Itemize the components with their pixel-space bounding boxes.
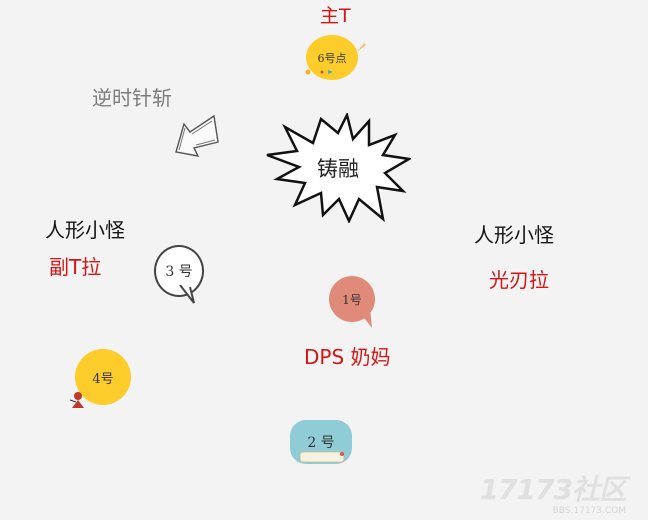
center-burst: 铸融 (265, 111, 413, 225)
marker-3: 3 号 (154, 245, 204, 297)
watermark-logo: 17173社区 (479, 473, 627, 506)
left-humanoid-mob-label: 人形小怪 (45, 218, 125, 242)
marker-2-label: 2 号 (307, 435, 335, 451)
marker-2-ribbon-icon (299, 451, 345, 463)
burst-icon (266, 111, 413, 225)
blade-pull-label: 光刃拉 (489, 268, 549, 292)
off-tank-pull-label: 副T拉 (49, 255, 102, 279)
watermark: 17173社区 BBS.17173.COM (479, 468, 627, 516)
marker-4-figure-icon (69, 392, 84, 408)
marker-4-label: 4号 (92, 371, 114, 387)
dps-healer-label: DPS 奶妈 (304, 345, 391, 369)
marker-3-label: 3 号 (165, 264, 193, 280)
marker-1-tail-icon (358, 308, 372, 328)
center-label: 铸融 (317, 157, 359, 181)
marker-6-sparkle-icon (357, 43, 366, 52)
marker-6-label: 6号点 (317, 51, 347, 65)
marker-3-tail-icon (179, 285, 195, 304)
marker-6: 6号点 (306, 35, 358, 80)
counterclockwise-slash-label: 逆时针斩 (92, 86, 172, 110)
watermark-url: BBS.17173.COM (552, 506, 626, 516)
right-humanoid-mob-label: 人形小怪 (474, 223, 554, 247)
main-tank-label: 主T (320, 5, 351, 27)
marker-4: 4号 (75, 349, 131, 405)
marker-1-label: 1号 (342, 292, 362, 307)
marker-6-decoration-icon (305, 69, 333, 75)
counterclockwise-arrow-icon (175, 114, 219, 157)
